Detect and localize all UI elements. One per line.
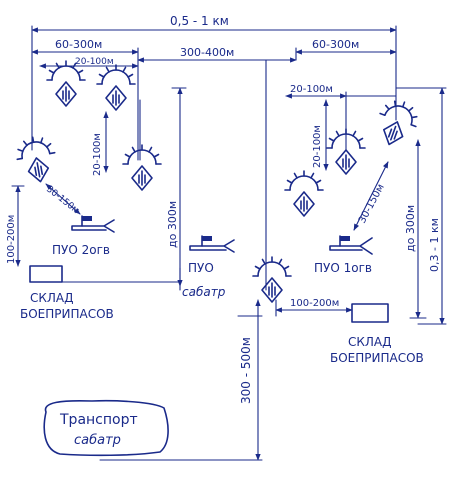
- right-group-span-label: 60-300м: [312, 38, 359, 51]
- right-command-post-icon: [329, 235, 373, 255]
- right-store-line1: СКЛАД: [348, 335, 392, 349]
- gun-right-3-icon: [284, 170, 324, 217]
- center-pu-label: ПУО: [188, 261, 214, 275]
- left-ammo-store-icon: [29, 265, 63, 283]
- left-store-line1: СКЛАД: [30, 291, 74, 305]
- gun-left-3-icon: [16, 136, 56, 183]
- right-pu-distance-label: 30-150м: [357, 182, 387, 225]
- left-pu-label: ПУО 2огв: [52, 243, 110, 257]
- right-pu-distance-line: [353, 161, 389, 231]
- transport-line1: Транспорт: [59, 412, 138, 428]
- gun-left-4-icon: [122, 144, 162, 191]
- right-inner-span-label: 20-100м: [290, 84, 333, 95]
- left-inner-span-label: 20-100м: [75, 57, 114, 67]
- overall-width-label: 0,5 - 1 км: [170, 14, 229, 28]
- left-command-post-icon: [71, 215, 115, 233]
- between-groups-label: 300-400м: [180, 46, 234, 59]
- gun-positions: [16, 60, 418, 303]
- gun-right-2-icon: [326, 128, 366, 175]
- gun-left-1-icon: [46, 60, 86, 107]
- transport-distance-label: 300 - 500м: [239, 337, 253, 404]
- gun-left-2-icon: [96, 64, 136, 111]
- left-store-height-label: 100-200м: [6, 215, 17, 264]
- left-pu-distance-label: 30-150м: [44, 184, 81, 216]
- right-store-distance-label: 100-200м: [290, 298, 339, 309]
- right-ammo-store-icon: [351, 303, 389, 323]
- right-vertical-inner-label: 20-100м: [312, 125, 323, 168]
- left-group-span-label: 60-300м: [55, 38, 102, 51]
- transport-outline: [43, 399, 169, 457]
- total-depth-label: 0,3 - 1 км: [428, 218, 441, 272]
- right-pu-label: ПУО 1огв: [314, 261, 372, 275]
- transport-line2: сабатр: [74, 433, 121, 448]
- gun-center-icon: [252, 256, 292, 303]
- left-vertical-inner-label: 20-100м: [92, 133, 103, 176]
- center-command-post-icon: [189, 235, 235, 253]
- right-store-line2: БОЕПРИПАСОВ: [330, 351, 424, 365]
- left-pu-distance-line: [45, 183, 81, 215]
- right-depth-label: до 300м: [404, 205, 417, 252]
- gun-right-1-icon: [379, 100, 418, 146]
- center-pu-sub-label: сабатр: [182, 285, 226, 299]
- left-depth-label: до 300м: [166, 201, 179, 248]
- left-store-line2: БОЕПРИПАСОВ: [20, 307, 114, 321]
